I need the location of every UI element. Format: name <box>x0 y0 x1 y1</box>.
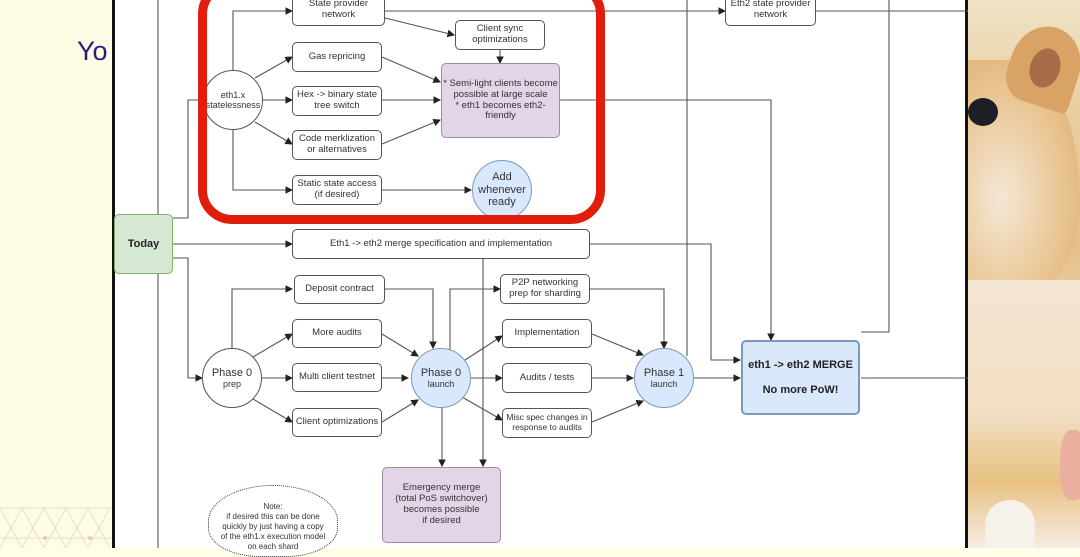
node-state-provider: State provider network <box>292 0 385 26</box>
decorative-pattern <box>0 507 112 548</box>
node-subtitle: launch <box>650 379 678 390</box>
connector <box>591 333 645 357</box>
node-emergency-merge: Emergency merge (total PoS switchover) b… <box>382 467 501 543</box>
doge-eye <box>968 98 998 126</box>
node-statelessness: eth1.x statelessness <box>203 70 263 130</box>
connector <box>173 99 203 219</box>
connector <box>381 118 442 145</box>
node-client-sync: Client sync optimizations <box>455 20 545 50</box>
connector <box>254 121 293 145</box>
connector <box>381 399 419 423</box>
node-implementation: Implementation <box>502 319 592 348</box>
connector <box>461 396 503 421</box>
node-code-merklization: Code merklization or alternatives <box>292 130 382 160</box>
node-p2p-networking: P2P networking prep for sharding <box>500 274 590 304</box>
node-multi-client-testnet: Multi client testnet <box>292 363 382 392</box>
connector <box>254 56 293 79</box>
node-semi-light: * Semi-light clients become possible at … <box>441 63 560 138</box>
node-client-optimizations: Client optimizations <box>292 408 382 437</box>
hand-finger <box>1060 430 1080 500</box>
node-phase0-prep: Phase 0 prep <box>202 348 262 408</box>
connector <box>861 0 890 333</box>
node-add-whenever: Add whenever ready <box>472 160 532 220</box>
connector <box>252 333 293 358</box>
connector <box>232 130 294 194</box>
connector <box>461 335 503 363</box>
node-phase0-launch: Phase 0 launch <box>411 348 471 408</box>
node-phase1-launch: Phase 1 launch <box>634 348 694 408</box>
slide-background <box>0 0 113 548</box>
merge-title: eth1 -> eth2 MERGE <box>748 358 853 371</box>
merge-subtitle: No more PoW! <box>762 383 839 396</box>
node-audits-tests: Audits / tests <box>502 363 592 393</box>
node-subtitle: launch <box>427 379 455 390</box>
node-hex-binary: Hex -> binary state tree switch <box>292 86 382 116</box>
connector <box>232 7 294 70</box>
connector <box>252 398 293 423</box>
node-title: Phase 1 <box>643 366 685 379</box>
node-eth2-provider: Eth2 state provider network <box>725 0 816 26</box>
node-title: Phase 0 <box>211 366 253 379</box>
connector <box>231 285 294 350</box>
node-merge-spec: Eth1 -> eth2 merge specification and imp… <box>292 229 590 259</box>
connector <box>385 288 437 350</box>
connector <box>381 56 442 83</box>
slide-title: Yo <box>77 36 108 66</box>
node-more-audits: More audits <box>292 319 382 348</box>
connector <box>384 17 456 38</box>
node-today: Today <box>114 214 173 274</box>
node-deposit-contract: Deposit contract <box>294 275 385 304</box>
connector <box>591 399 645 423</box>
node-title: Phase 0 <box>420 366 462 379</box>
node-misc-spec: Misc spec changes in response to audits <box>502 408 592 438</box>
node-static-state: Static state access (if desired) <box>292 175 382 205</box>
connector <box>381 333 419 357</box>
connector <box>173 257 204 382</box>
node-merge: eth1 -> eth2 MERGE No more PoW! <box>741 340 860 415</box>
node-gas-repricing: Gas repricing <box>292 42 382 72</box>
node-subtitle: prep <box>222 379 241 390</box>
note-cloud: Note: if desired this can be done quickl… <box>208 485 338 557</box>
connector <box>590 243 742 364</box>
connector <box>590 288 668 350</box>
connector <box>560 99 775 342</box>
doge-paw <box>985 500 1035 548</box>
